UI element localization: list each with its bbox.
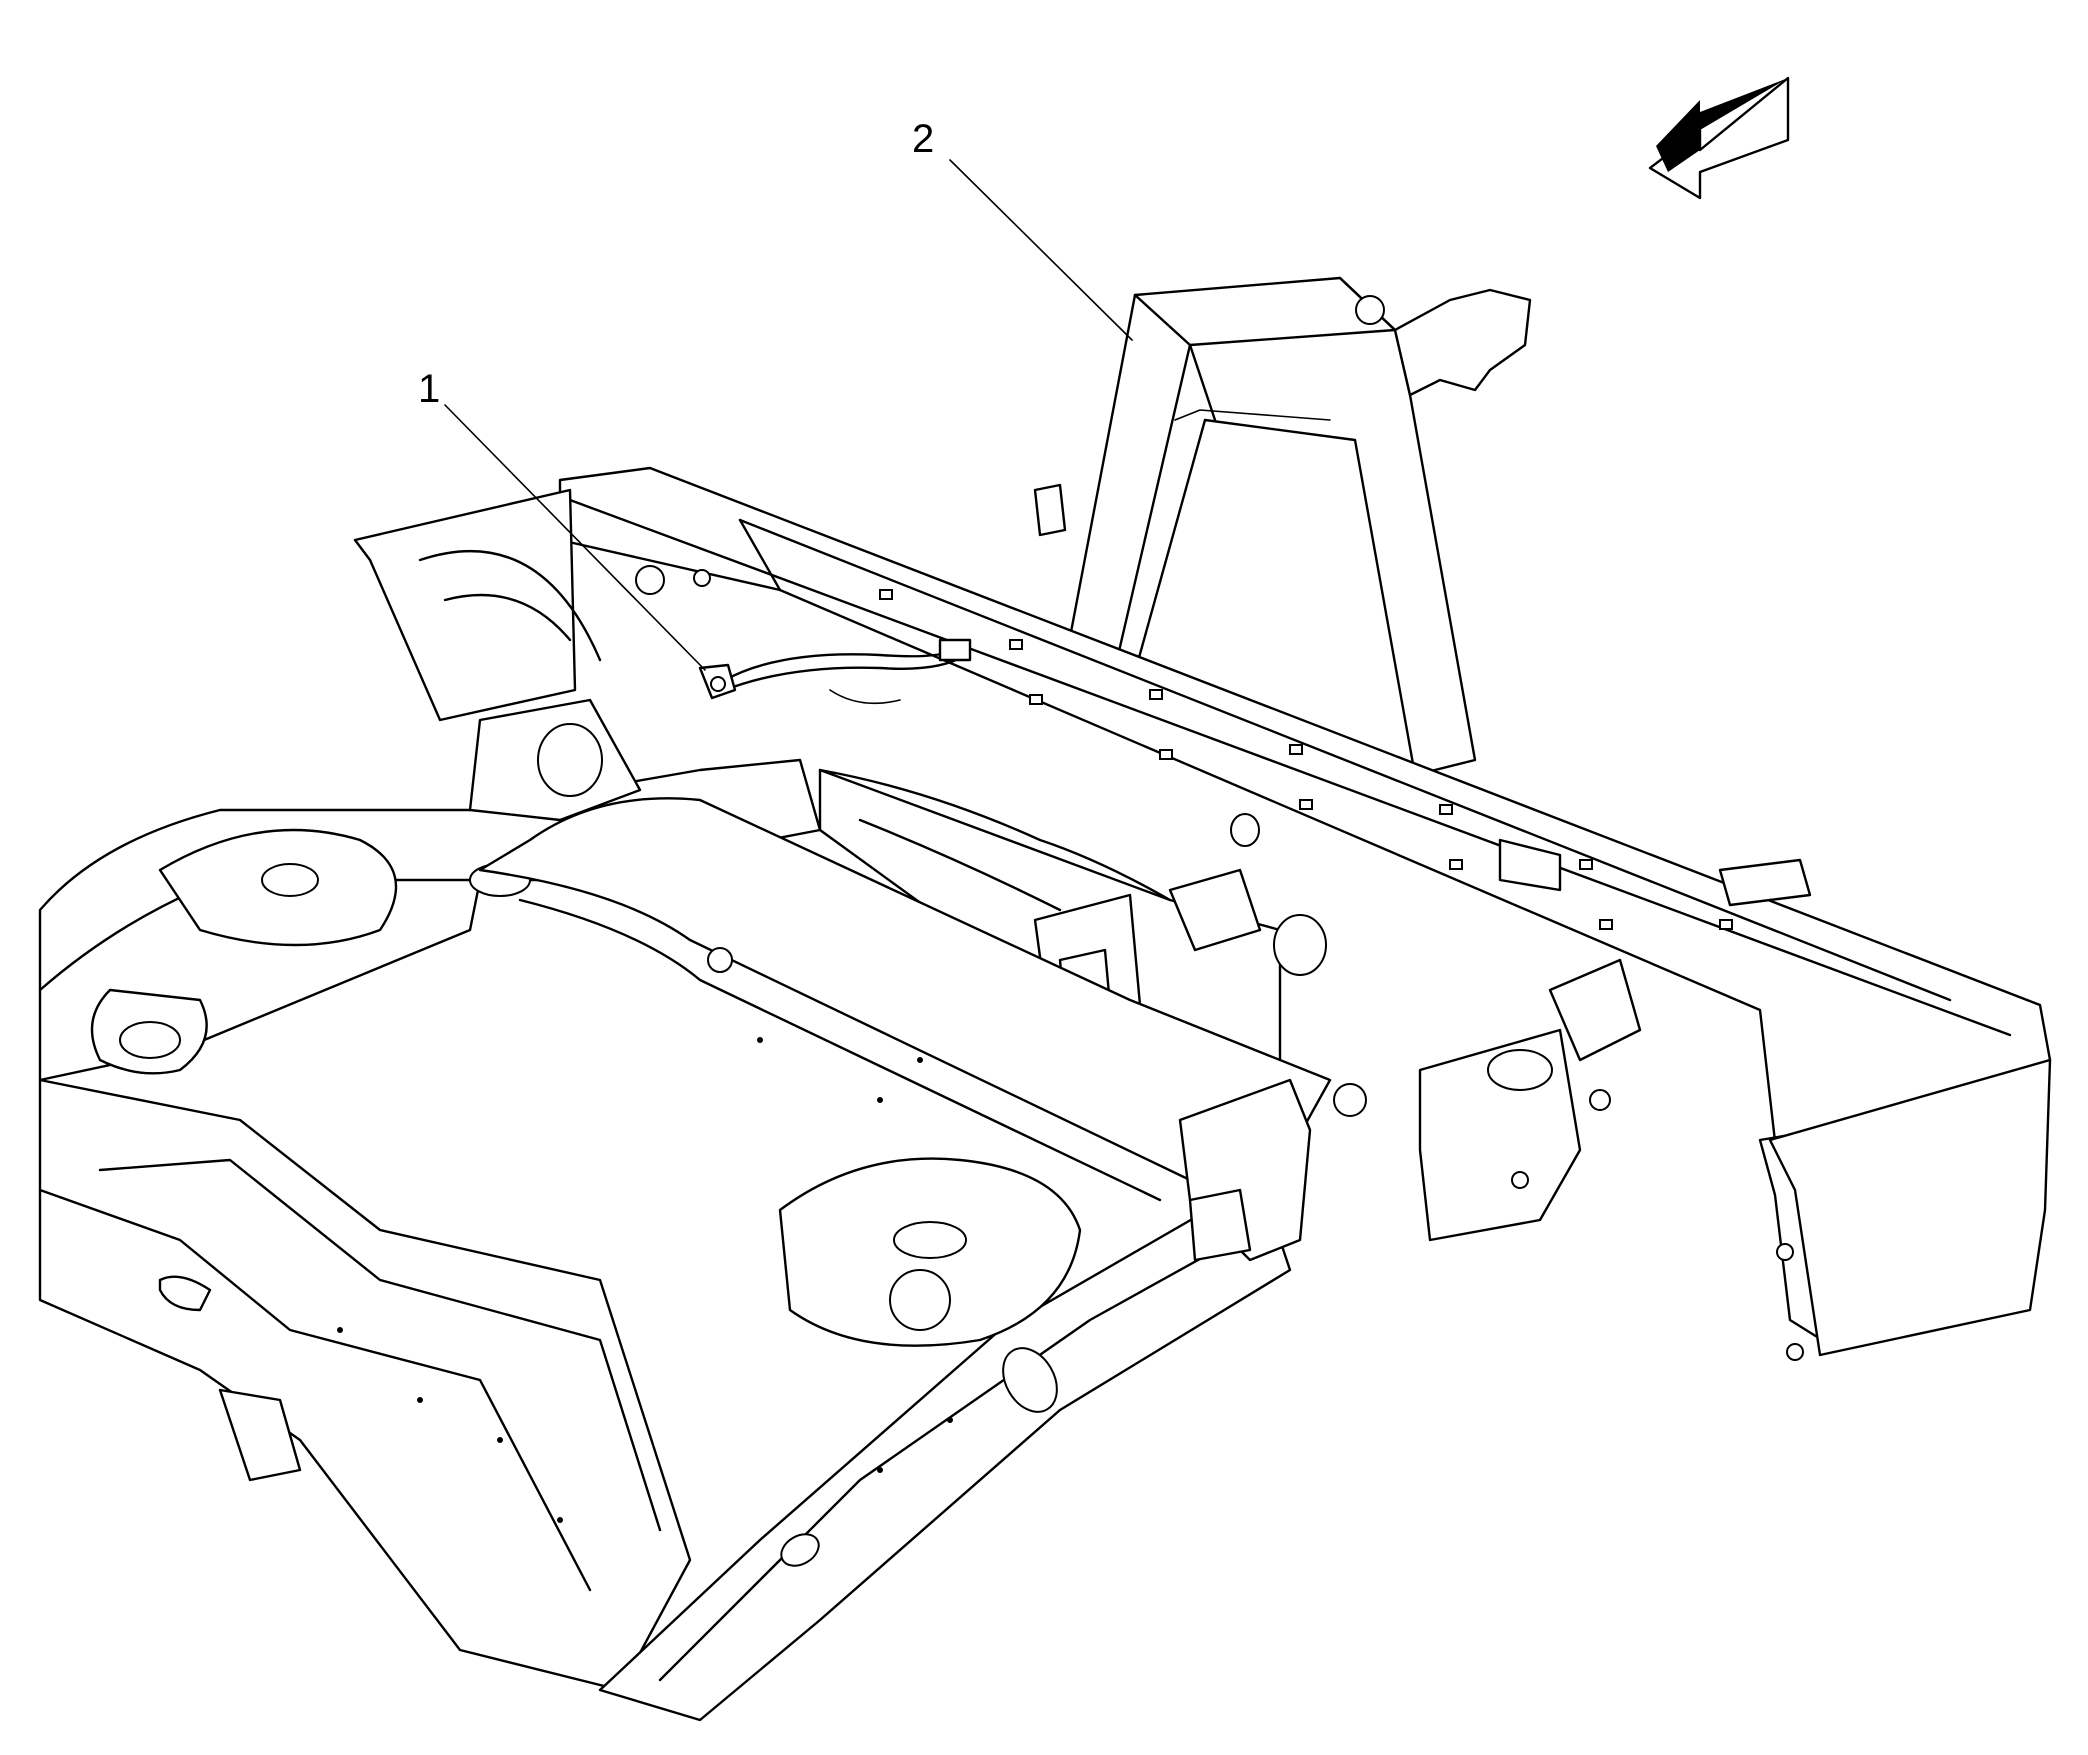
callout-1-label: 1 [418, 367, 440, 411]
spring-seat-right [778, 1157, 1082, 1347]
leader-lines [444, 159, 1133, 671]
callout-1-leader [444, 404, 706, 671]
frame-cross-rail [478, 797, 1332, 1202]
direction-arrow-icon [1648, 76, 1790, 200]
frame-rail-right [598, 1178, 1292, 1722]
frame-rail-left [38, 1078, 692, 1692]
spring-seat-left [90, 988, 208, 1075]
callout-2-leader [949, 159, 1133, 341]
spare-tire-carrier [1033, 276, 1532, 777]
rear-bumper-beam [353, 466, 2052, 1361]
callout-2-label: 2 [912, 117, 934, 161]
bumper-mount-bracket [1178, 958, 1642, 1262]
bumper-bolt-holes [879, 589, 1733, 930]
harness-connector [698, 663, 737, 700]
wiring-harness [723, 638, 972, 705]
